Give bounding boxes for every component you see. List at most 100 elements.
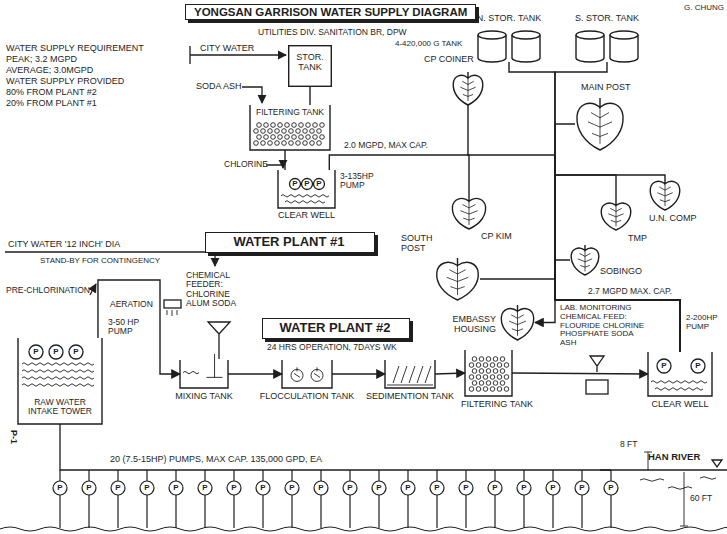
pipe-connector: [555, 260, 680, 352]
pipe-connector: [98, 280, 180, 374]
node-label: SOUTH POST: [401, 234, 437, 254]
note-label: 20 (7.5-15HP) PUMPS, MAX CAP. 135,000 GP…: [110, 455, 322, 465]
node-label: RAW WATER INTAKE TOWER: [20, 398, 100, 417]
tanks-outline: [576, 30, 638, 62]
floc-outline: [282, 360, 332, 388]
pipe-connector: [555, 175, 680, 352]
note-label: PEAK; 3.2 MGPD: [6, 55, 77, 65]
node-label: EMBASSY HOUSING: [426, 315, 496, 335]
pump-letter: P: [54, 483, 66, 493]
node-label: TMP: [628, 234, 647, 244]
pump-letter: P: [70, 347, 82, 357]
pipe-connector: [555, 62, 680, 352]
raw-water-header: [60, 424, 611, 470]
pump-letter: P: [658, 361, 670, 371]
node-label: SEDIMENTION TANK: [365, 392, 455, 402]
pipe-connector: [555, 124, 680, 352]
note-label: 4-420,000 G TANK: [395, 40, 462, 49]
note-label: CHLORINE: [224, 160, 268, 169]
pipe-connector: [480, 279, 680, 352]
node-label: WATER PLANT #2: [263, 321, 407, 335]
plant-title-box: WATER PLANT #224 HRS OPERATION, 7DAYS WK: [262, 318, 410, 339]
pump-letter: P: [692, 361, 704, 371]
pipe-connector: [555, 175, 680, 352]
node-label: CLEAR WELL: [642, 400, 718, 410]
pump-symbols: [29, 179, 705, 374]
note-label: 60 FT: [690, 494, 712, 503]
well-outline: [648, 352, 712, 396]
mixing-tank: MIXING TANK: [180, 360, 228, 388]
note-label: UTILITIES DIV. SANITATION BR, DPW: [258, 28, 407, 37]
node-label: CP COINER: [424, 55, 474, 65]
note-label: 8 FT: [620, 440, 637, 449]
leaf-outline: [649, 178, 681, 210]
aeration-tray: [164, 300, 181, 316]
pipe-connector: [512, 373, 648, 374]
pump-letter: P: [402, 483, 414, 493]
pre-chlorination-feed: [90, 284, 96, 295]
leaf-outline: [575, 98, 625, 150]
pipe-connector: [284, 150, 285, 170]
pump-letter: P: [315, 483, 327, 493]
flow-capacity-label: 2.7 MGPD MAX. CAP.: [586, 287, 674, 296]
note-label: P-1: [8, 430, 18, 444]
node-label: FILTERING TANK: [461, 400, 533, 410]
pump-letter: P: [518, 483, 530, 493]
node-label: CLEAR WELL: [268, 211, 345, 221]
plant-title-box: WATER PLANT #1: [205, 232, 375, 253]
note-label: WATER SUPPLY PROVIDED: [6, 77, 124, 87]
pump-letter: P: [286, 483, 298, 493]
pump-letter: P: [228, 483, 240, 493]
node-label: FILTERING TANK: [250, 108, 330, 117]
pipe-connector: [332, 373, 385, 374]
note-label: AERATION: [110, 300, 153, 309]
note-label: 3-50 HP PUMP: [108, 318, 154, 337]
service-area-leaf: SOBINGO: [570, 245, 600, 275]
note-label: LAB. MONITORING CHEMICAL FEED: FLOURIDE …: [560, 304, 644, 348]
note-label: 80% FROM PLANT #2: [6, 88, 97, 98]
filt-outline: [465, 350, 512, 396]
storage-tanks: S. STOR. TANK: [576, 30, 638, 62]
mix-outline: [180, 360, 228, 388]
leaf-outline: [451, 195, 487, 229]
service-area-leaf: SOUTH POST: [435, 258, 480, 300]
pump-letter: P: [373, 483, 385, 493]
node-label: MIXING TANK: [172, 392, 236, 402]
service-area-leaf: MAIN POST: [575, 98, 625, 150]
pump-letter: P: [112, 483, 124, 493]
dimension-60ft: [680, 472, 688, 526]
service-area-leaf: U.N. COMP: [649, 178, 681, 210]
water-level-symbol: [712, 460, 722, 467]
pump-letter: P: [141, 483, 153, 493]
node-label: SOBINGO: [600, 267, 642, 277]
service-area-leaf: EMBASSY HOUSING: [500, 305, 535, 340]
node-label: CP KIM: [481, 232, 512, 242]
pump-letter: P: [50, 347, 62, 357]
pipe-connector: [509, 62, 680, 352]
filter-tank: FILTERING TANK: [250, 105, 330, 150]
pump-letter: P: [547, 483, 559, 493]
pipe-connector: [468, 105, 680, 352]
pump-letter: P: [431, 483, 443, 493]
leaf-outline: [500, 305, 535, 340]
chlorine-feed: [266, 165, 283, 168]
node-label: N. STOR. TANK: [472, 14, 546, 24]
node-label: S. STOR. TANK: [570, 14, 644, 24]
service-area-leaf: TMP: [600, 200, 632, 230]
standby-city-water-pipe: [5, 252, 215, 266]
leaf-outline: [600, 200, 632, 230]
water-surface: [600, 469, 727, 470]
pump-letter: P: [170, 483, 182, 493]
clear-well: CLEAR WELL: [278, 170, 335, 208]
pump-letter: P: [83, 483, 95, 493]
pump-letter: P: [344, 483, 356, 493]
pipe-connector: [228, 373, 282, 374]
node-label: MAIN POST: [581, 83, 631, 93]
leaf-outline: [435, 258, 480, 300]
pump-letter: P: [576, 483, 588, 493]
well-outline: [278, 170, 335, 208]
note-label: STAND-BY FOR CONTINGENCY: [40, 257, 160, 266]
node-label: WATER PLANT #1: [206, 235, 372, 249]
chemical-feed-tank: [586, 380, 608, 394]
